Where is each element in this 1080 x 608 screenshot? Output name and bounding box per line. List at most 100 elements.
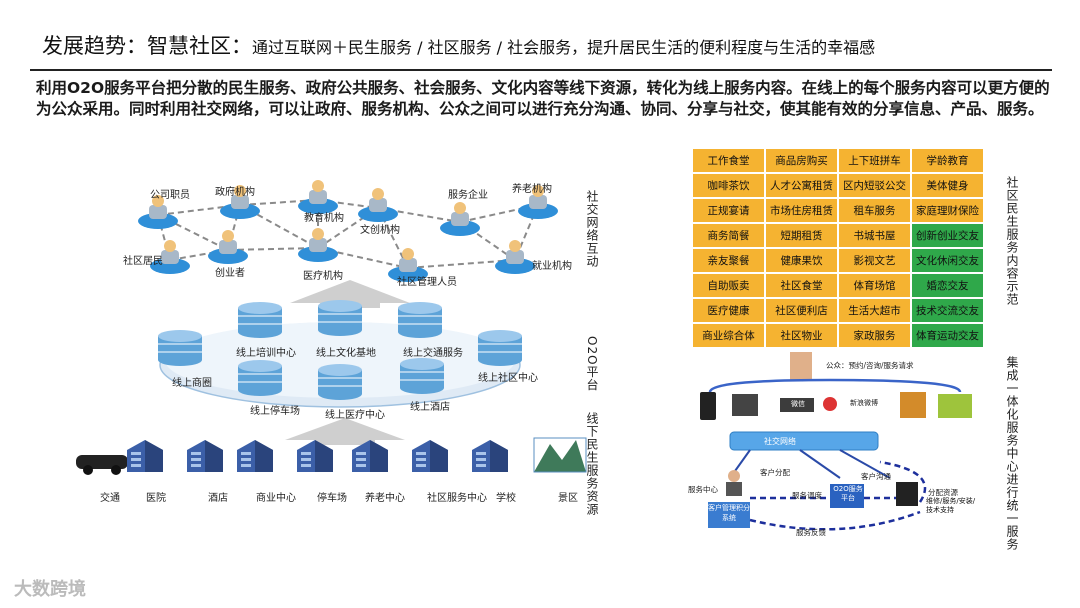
service-cell: 区内短驳公交 bbox=[838, 173, 911, 198]
building-icon bbox=[472, 440, 508, 472]
service-cell: 体育场馆 bbox=[838, 273, 911, 298]
weibo-icon bbox=[823, 397, 837, 411]
resource-label: 医院 bbox=[146, 493, 166, 504]
dispatch-detail-label: 维修/服务/安装/技术支持 bbox=[926, 497, 976, 514]
node-label: 公司职员 bbox=[150, 190, 190, 201]
service-cell: 社区便利店 bbox=[765, 298, 838, 323]
resource-label: 酒店 bbox=[208, 493, 228, 504]
service-cell: 影视文艺 bbox=[838, 248, 911, 273]
platform-label: 线上社区中心 bbox=[478, 373, 538, 384]
dispatch-icon bbox=[896, 482, 918, 506]
service-center-label: 服务中心 bbox=[688, 485, 718, 494]
customer-dispatch-label: 客户分配 bbox=[760, 468, 790, 477]
person-node-icon bbox=[150, 240, 190, 274]
node-label: 养老机构 bbox=[512, 184, 552, 195]
database-cylinder-icon bbox=[158, 330, 202, 366]
resource-label: 养老中心 bbox=[365, 493, 405, 504]
page-title: 发展趋势：智慧社区：通过互联网＋民生服务 / 社区服务 / 社会服务，提升居民生… bbox=[42, 30, 875, 60]
network-diagram bbox=[76, 180, 587, 475]
crm-box-label: 客户管理积分系统 bbox=[708, 504, 750, 522]
person-node-icon bbox=[440, 202, 480, 236]
node-label: 社区居民 bbox=[123, 256, 163, 267]
service-cell: 社区物业 bbox=[765, 323, 838, 348]
watermark: 大数跨境 bbox=[14, 579, 86, 600]
title-main: 发展趋势：智慧社区： bbox=[42, 34, 252, 58]
public-label: 公众：预约/咨询/服务请求 bbox=[826, 361, 914, 370]
person-node-icon bbox=[495, 240, 535, 274]
o2o-platform-label: O2O平台 bbox=[585, 336, 599, 392]
service-cell: 创新创业交友 bbox=[911, 223, 984, 248]
service-cell: 商务简餐 bbox=[692, 223, 765, 248]
dispatch-resources-label: 分配资源 bbox=[928, 488, 958, 497]
node-label: 创业者 bbox=[215, 268, 245, 279]
customer-feedback-label: 客户沟通 bbox=[861, 472, 891, 481]
card-icon bbox=[938, 394, 972, 418]
node-label: 文创机构 bbox=[360, 225, 400, 236]
phone-icon bbox=[700, 392, 716, 420]
platform-label: 线上交通服务 bbox=[403, 348, 463, 359]
service-cell: 医疗健康 bbox=[692, 298, 765, 323]
building-icon bbox=[297, 440, 333, 472]
building-icon bbox=[533, 437, 587, 473]
person-node-icon bbox=[298, 180, 338, 214]
platform-label: 线上停车场 bbox=[250, 406, 300, 417]
node-label: 就业机构 bbox=[532, 261, 572, 272]
database-cylinder-icon bbox=[400, 358, 444, 394]
resource-label: 交通 bbox=[100, 493, 120, 504]
service-cell: 上下班拼车 bbox=[838, 148, 911, 173]
building-icon bbox=[127, 440, 163, 472]
node-label: 政府机构 bbox=[215, 187, 255, 198]
o2o-box-label: O2O服务平台 bbox=[833, 485, 863, 502]
building-icon bbox=[412, 440, 448, 472]
person-node-icon bbox=[220, 185, 260, 219]
building-icon bbox=[352, 440, 388, 472]
database-cylinder-icon bbox=[478, 330, 522, 366]
crm-box bbox=[708, 502, 750, 528]
resource-label: 商业中心 bbox=[256, 493, 296, 504]
o2o-box bbox=[830, 484, 864, 508]
service-cell: 婚恋交友 bbox=[911, 273, 984, 298]
service-cell: 社区食堂 bbox=[765, 273, 838, 298]
service-cell: 亲友聚餐 bbox=[692, 248, 765, 273]
service-grid: 工作食堂商品房购买上下班拼车学龄教育咖啡茶饮人才公寓租赁区内短驳公交美体健身正规… bbox=[692, 148, 984, 348]
resource-label: 学校 bbox=[496, 493, 516, 504]
resource-label: 景区 bbox=[558, 493, 578, 504]
platform-label: 线上酒店 bbox=[410, 402, 450, 413]
database-cylinder-icon bbox=[238, 302, 282, 338]
service-cell: 自助贩卖 bbox=[692, 273, 765, 298]
person-node-icon bbox=[518, 185, 558, 219]
service-cell: 短期租赁 bbox=[765, 223, 838, 248]
service-photo-icon bbox=[900, 392, 926, 418]
social-bar-label: 社交网络 bbox=[764, 437, 796, 446]
public-user-icon bbox=[790, 352, 812, 380]
social-network-label: 社交网络互动 bbox=[585, 190, 599, 268]
service-cell: 体育运动交友 bbox=[911, 323, 984, 348]
platform-label: 线上培训中心 bbox=[236, 348, 296, 359]
person-node-icon bbox=[358, 188, 398, 222]
person-node-icon bbox=[298, 228, 338, 262]
database-cylinder-icon bbox=[318, 300, 362, 336]
service-cell: 家政服务 bbox=[838, 323, 911, 348]
title-sub: 通过互联网＋民生服务 / 社区服务 / 社会服务，提升居民生活的便利程度与生活的… bbox=[252, 38, 876, 57]
node-label: 社区管理人员 bbox=[397, 277, 457, 288]
building-icon bbox=[187, 440, 223, 472]
feedback-label: 服务反馈 bbox=[796, 528, 826, 537]
database-cylinder-icon bbox=[398, 302, 442, 338]
social-network-bar bbox=[729, 431, 879, 451]
integrated-service-label: 集成一体化服务中心进行统一服务 bbox=[1005, 356, 1019, 551]
pos-terminal-icon bbox=[732, 394, 758, 416]
platform-label: 线上商圈 bbox=[172, 378, 212, 389]
service-dispatch-label: 服务调度 bbox=[792, 491, 822, 500]
building-icon bbox=[76, 455, 128, 475]
service-cell: 文化休闲交友 bbox=[911, 248, 984, 273]
service-cell: 商品房购买 bbox=[765, 148, 838, 173]
service-cell: 家庭理财保险 bbox=[911, 198, 984, 223]
offline-resources-label: 线下民生服务资源 bbox=[585, 412, 599, 516]
service-cell: 人才公寓租赁 bbox=[765, 173, 838, 198]
resource-label: 停车场 bbox=[317, 493, 347, 504]
platform-label: 线上医疗中心 bbox=[325, 410, 385, 421]
service-cell: 正规宴请 bbox=[692, 198, 765, 223]
person-node-icon bbox=[138, 195, 178, 229]
description-text: 利用O2O服务平台把分散的民生服务、政府公共服务、社会服务、文化内容等线下资源，… bbox=[36, 79, 1050, 118]
person-node-icon bbox=[388, 248, 428, 282]
